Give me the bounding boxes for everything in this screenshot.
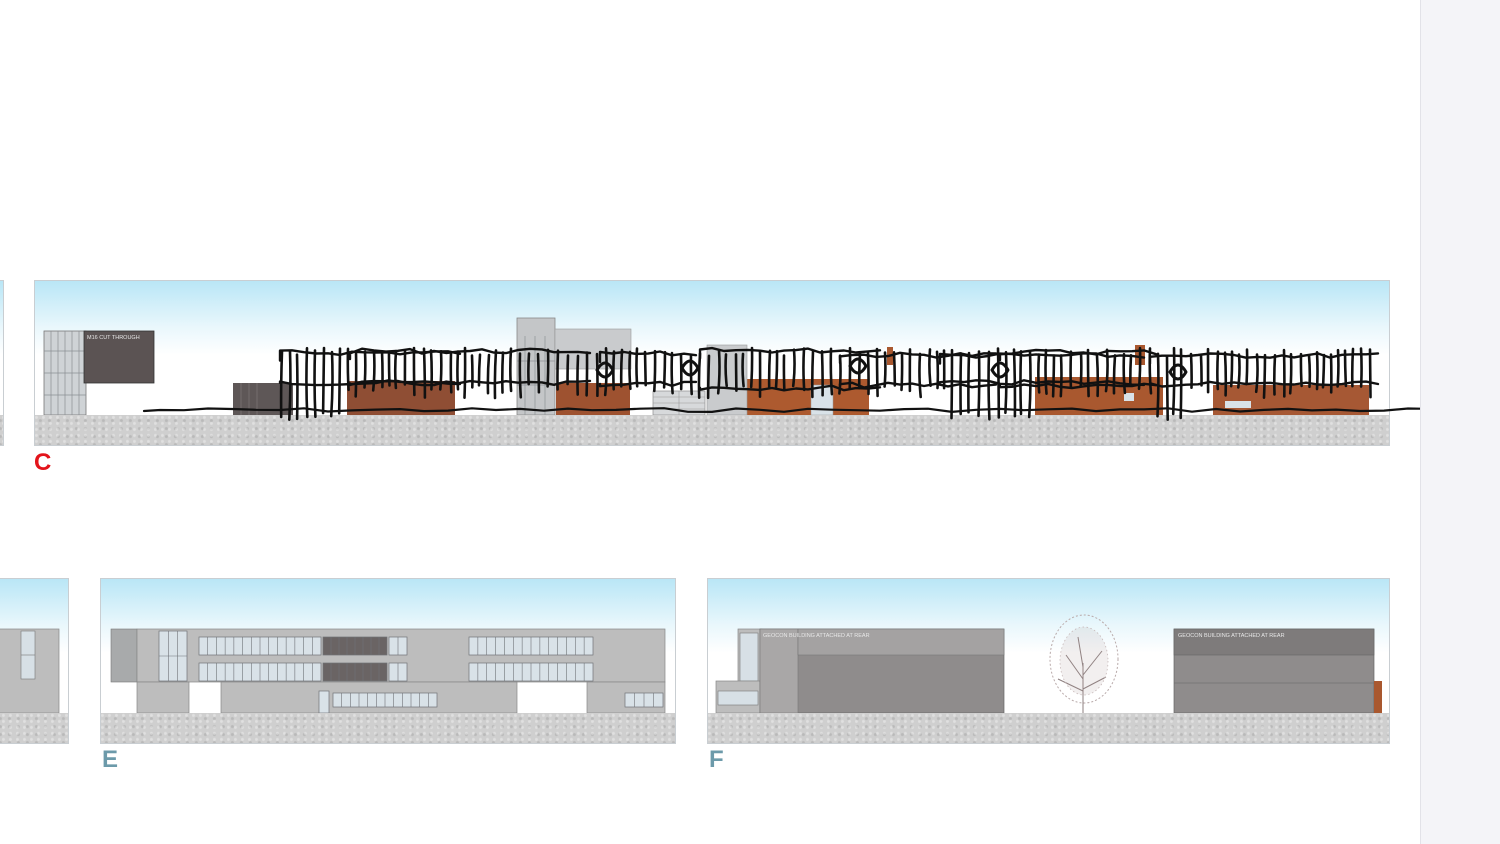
elevation-f: GEOCON BUILDING ATTACHED AT REAR GEOCON … (707, 578, 1390, 744)
sign-text: M16 CUT THROUGH (87, 335, 140, 341)
elevation-label-f: F (709, 746, 724, 773)
elevation-partial-bottom-left (0, 578, 69, 744)
right-side-panel (1420, 0, 1500, 844)
elevation-c: M16 CUT THROUGH (34, 280, 1390, 446)
drawing-canvas: M16 CUT THROUGH (0, 280, 1420, 773)
ground-strip (35, 415, 1389, 445)
ground-strip (0, 713, 68, 743)
geocon-note-right: GEOCON BUILDING ATTACHED AT REAR (1178, 633, 1285, 639)
ground-strip (708, 713, 1389, 743)
ground-strip (0, 415, 3, 445)
elevation-label-c: C (34, 449, 52, 476)
tree-illustration (1057, 636, 1107, 713)
elevation-e-buildings (110, 628, 666, 714)
elevation-label-e: E (102, 746, 119, 773)
elevation-partial-top-left (0, 280, 4, 446)
ground-strip (101, 713, 675, 743)
elevation-e-windows (158, 630, 664, 714)
elevation-f-buildings: GEOCON BUILDING ATTACHED AT REAR GEOCON … (715, 614, 1382, 714)
partial-building (0, 628, 60, 714)
elevation-e (100, 578, 676, 744)
geocon-note-left: GEOCON BUILDING ATTACHED AT REAR (763, 633, 870, 639)
